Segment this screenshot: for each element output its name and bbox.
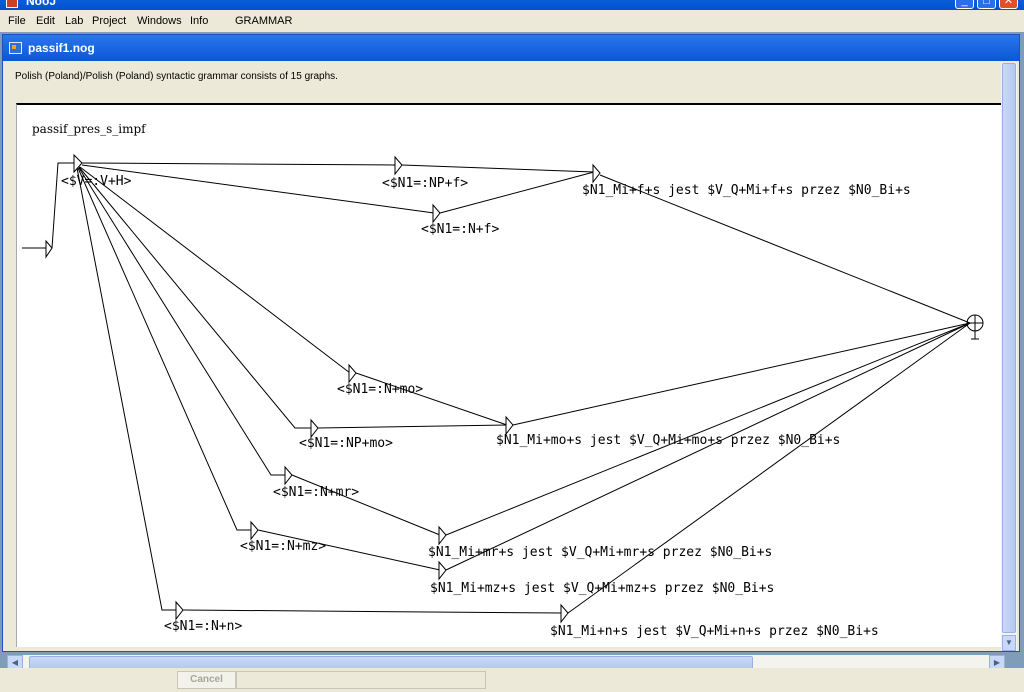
node-output-mz[interactable]: $N1_Mi+mz+s jest $V_Q+Mi+mz+s przez $N0_… — [430, 581, 774, 596]
graph-edges — [22, 162, 971, 614]
node-np-mo[interactable]: <$N1=:NP+mo> — [299, 436, 393, 451]
document-icon — [9, 42, 22, 54]
node-n-n[interactable]: <$N1=:N+n> — [164, 619, 242, 634]
edge-outmo-end — [512, 322, 971, 426]
node-verb[interactable]: <$V=:V+H> — [61, 174, 132, 189]
menu-file[interactable]: File — [8, 15, 26, 27]
node-marker-outmz[interactable] — [438, 560, 447, 581]
menu-windows[interactable]: Windows — [137, 15, 182, 27]
node-marker-nf[interactable] — [432, 203, 441, 224]
edge-start-verb — [51, 162, 76, 249]
edge-outmz-end — [445, 322, 971, 571]
mdi-area: passif1.nog Polish (Poland)/Polish (Pola… — [0, 32, 1024, 692]
node-output-mo[interactable]: $N1_Mi+mo+s jest $V_Q+Mi+mo+s przez $N0_… — [496, 433, 840, 448]
edge-nf-outf — [439, 171, 595, 214]
node-marker-outf[interactable] — [592, 163, 601, 184]
edge-verb-nmo — [79, 166, 351, 374]
document-title: passif1.nog — [28, 41, 95, 55]
node-marker-outn[interactable] — [560, 603, 569, 624]
edge-verb-nn — [76, 167, 177, 611]
maximize-icon[interactable]: □ — [977, 0, 996, 9]
cancel-button[interactable]: Cancel — [177, 671, 236, 689]
graph-diagram[interactable]: passif_pres_s_impf <$V=:V+H> <$N1=:NP+f>… — [17, 105, 1005, 647]
menu-lab[interactable]: Lab — [65, 15, 84, 27]
vertical-scroll-thumb[interactable] — [1002, 63, 1016, 633]
edge-outf-end — [599, 174, 971, 324]
edge-nmo-outmo — [355, 372, 508, 426]
close-icon[interactable]: ✕ — [999, 0, 1018, 9]
edge-verb-npf — [81, 162, 397, 166]
start-node-marker — [45, 239, 53, 259]
node-output-mr[interactable]: $N1_Mi+mr+s jest $V_Q+Mi+mr+s przez $N0_… — [428, 545, 772, 560]
edge-outn-end — [567, 322, 971, 614]
grammar-window-titlebar[interactable]: passif1.nog — [3, 35, 1019, 61]
node-n-mz[interactable]: <$N1=:N+mz> — [240, 539, 326, 554]
node-marker-nmo[interactable] — [348, 363, 357, 384]
node-output-n[interactable]: $N1_Mi+n+s jest $V_Q+Mi+n+s przez $N0_Bi… — [550, 624, 879, 639]
node-marker-npmo[interactable] — [310, 418, 319, 439]
terminal-node-icon[interactable] — [966, 314, 984, 340]
edge-verb-nf — [81, 164, 435, 214]
node-n-mr[interactable]: <$N1=:N+mr> — [273, 485, 359, 500]
edge-nmz-outmz — [257, 529, 441, 571]
menu-edit[interactable]: Edit — [36, 15, 55, 27]
node-n-mo[interactable]: <$N1=:N+mo> — [337, 382, 423, 397]
node-marker-outmr[interactable] — [438, 525, 447, 546]
edge-nmr-outmr — [291, 474, 441, 536]
menu-bar: File Edit Lab Project Windows Info GRAMM… — [0, 10, 1024, 32]
graph-name: passif_pres_s_impf — [32, 122, 147, 136]
grammar-window: passif1.nog Polish (Poland)/Polish (Pola… — [2, 34, 1020, 671]
node-marker-outmo[interactable] — [505, 415, 514, 436]
vertical-scrollbar[interactable]: ▼ — [1001, 63, 1017, 651]
minimize-icon[interactable]: _ — [955, 0, 974, 9]
graph-canvas[interactable]: passif_pres_s_impf <$V=:V+H> <$N1=:NP+f>… — [16, 103, 1005, 647]
edge-outmr-end — [445, 322, 971, 536]
edge-nn-outn — [182, 609, 563, 614]
menu-info[interactable]: Info — [190, 15, 209, 27]
edge-verb-nmr — [78, 167, 286, 476]
node-np-f[interactable]: <$N1=:NP+f> — [382, 176, 468, 191]
node-marker-nn[interactable] — [175, 600, 184, 621]
arrow-down-icon[interactable]: ▼ — [1002, 635, 1016, 651]
edge-verb-nmz — [77, 167, 252, 531]
status-panel — [236, 671, 486, 689]
app-icon — [6, 0, 18, 8]
node-n-f[interactable]: <$N1=:N+f> — [421, 222, 499, 237]
app-title: NooJ — [26, 0, 56, 8]
node-marker-verb[interactable] — [73, 153, 83, 174]
node-marker-nmz[interactable] — [250, 520, 259, 541]
grammar-info: Polish (Poland)/Polish (Poland) syntacti… — [15, 71, 338, 82]
status-bar: Cancel — [0, 668, 1024, 692]
edge-verb-npmo — [78, 166, 312, 429]
app-titlebar: NooJ _ □ ✕ — [0, 0, 1024, 10]
edge-npf-outf — [401, 164, 595, 173]
node-marker-nmr[interactable] — [284, 465, 293, 486]
node-marker-npf[interactable] — [394, 155, 403, 176]
node-output-f[interactable]: $N1_Mi+f+s jest $V_Q+Mi+f+s przez $N0_Bi… — [582, 183, 911, 198]
menu-grammar[interactable]: GRAMMAR — [235, 15, 293, 27]
edge-npmo-outmo — [317, 424, 508, 429]
menu-project[interactable]: Project — [92, 15, 127, 27]
